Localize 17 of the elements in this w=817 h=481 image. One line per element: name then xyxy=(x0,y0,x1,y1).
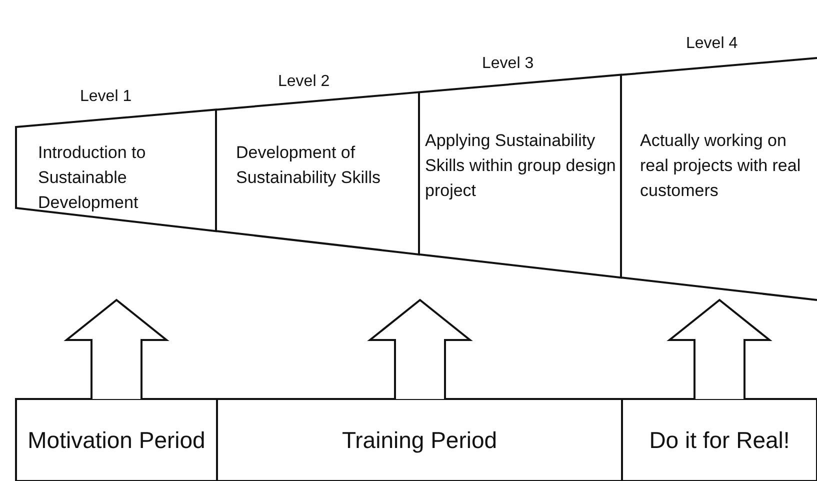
block-arrow xyxy=(666,298,772,400)
period-box xyxy=(15,398,218,481)
period-box xyxy=(216,398,623,481)
period-box xyxy=(621,398,817,481)
level-description: Applying Sustainability Skills within group design project xyxy=(425,130,617,202)
block-arrow xyxy=(64,298,170,400)
period-label: Motivation Period xyxy=(28,426,206,454)
period-label: Training Period xyxy=(342,426,498,455)
level-heading: Level 4 xyxy=(686,35,738,53)
level-description: Actually working on real projects with real customers xyxy=(640,130,802,202)
level-heading: Level 3 xyxy=(482,55,534,73)
level-description: Development of Sustainability Skills xyxy=(236,142,382,189)
level-description: Introduction to Sustainable Development xyxy=(38,142,147,214)
level-heading: Level 1 xyxy=(80,88,132,106)
block-arrow xyxy=(367,298,473,400)
level-heading: Level 2 xyxy=(278,73,330,91)
period-label: Do it for Real! xyxy=(649,426,790,454)
